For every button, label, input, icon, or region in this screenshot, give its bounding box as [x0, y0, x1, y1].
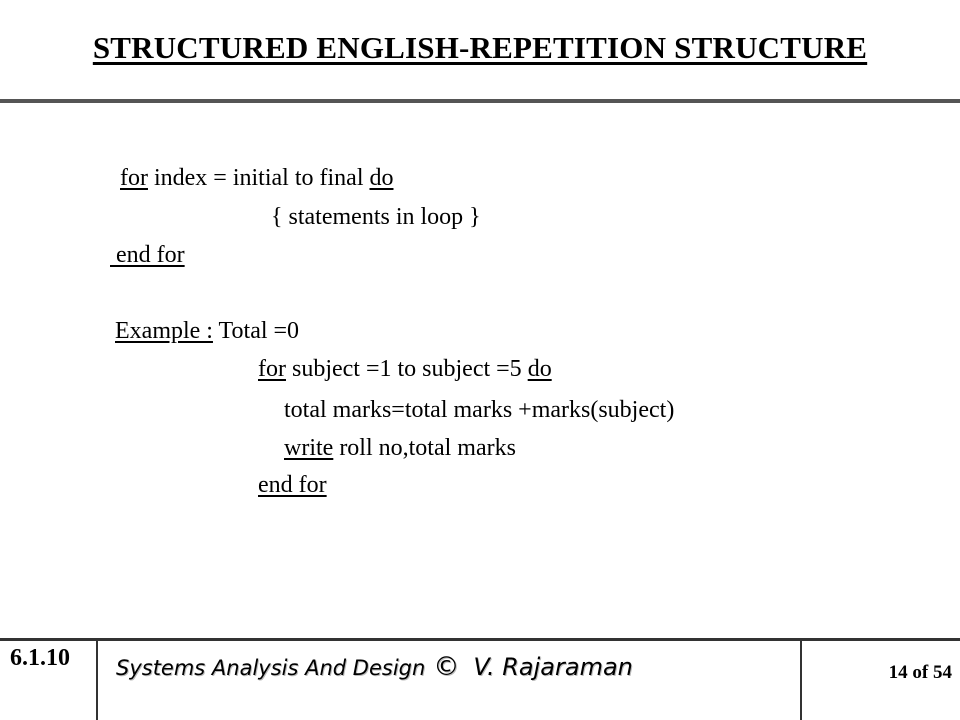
footer-divider: [0, 638, 960, 641]
example-label: Example :: [115, 318, 213, 344]
keyword-end-for: end for: [110, 242, 185, 268]
title-divider: [0, 99, 960, 103]
example-keyword-for: for: [258, 356, 286, 382]
course-title: Systems Analysis And Design: [116, 656, 426, 680]
example-write-line: write roll no,total marks: [284, 433, 516, 463]
example-end-for: end for: [258, 470, 327, 500]
keyword-for: for: [120, 165, 148, 191]
example-keyword-write: write: [284, 435, 334, 461]
example-write-text: roll no,total marks: [333, 435, 516, 461]
slide-title: STRUCTURED ENGLISH-REPETITION STRUCTURE: [92, 30, 868, 65]
syntax-body: { statements in loop }: [271, 204, 481, 230]
example-keyword-do: do: [527, 356, 552, 382]
example-header-line: Example : Total =0: [115, 316, 299, 346]
keyword-do: do: [369, 165, 394, 191]
syntax-for-line: for index = initial to final do: [120, 163, 393, 193]
example-for-text: subject =1 to subject =5: [285, 356, 528, 382]
page-number: 14 of 54: [888, 662, 952, 683]
example-init: Total =0: [212, 318, 300, 344]
section-number: 6.1.10: [10, 645, 70, 671]
example-keyword-end-for: end for: [258, 472, 327, 498]
example-statement: total marks=total marks +marks(subject): [284, 397, 675, 423]
footer-separator-left: [96, 641, 98, 720]
footer-separator-right: [800, 641, 802, 720]
author-name: V. Rajaraman: [473, 653, 633, 681]
example-for-line: for subject =1 to subject =5 do: [258, 354, 552, 384]
syntax-for-text: index = initial to final: [147, 165, 370, 191]
syntax-end-for: end for: [110, 240, 185, 270]
copyright-symbol: ©: [433, 652, 460, 682]
course-credit: Systems Analysis And Design © V. Rajaraman: [116, 652, 633, 682]
